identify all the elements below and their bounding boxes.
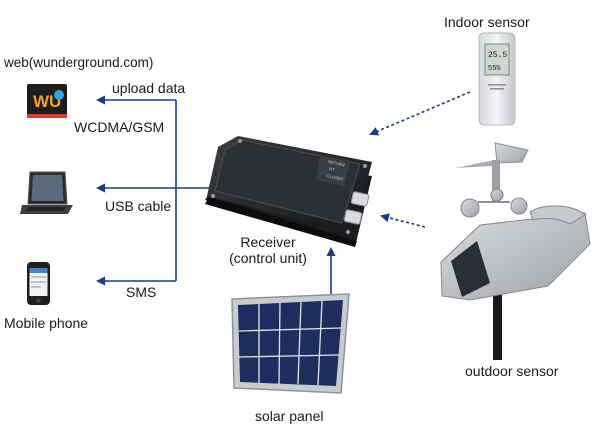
receiver-label: Receiver (control unit) xyxy=(218,234,318,266)
wcdma-gsm-label: WCDMA/GSM xyxy=(74,119,165,135)
arrow-indoor xyxy=(369,91,471,136)
indoor-sensor-label: Indoor sensor xyxy=(444,14,530,30)
sensor-display-hum: 55% xyxy=(488,65,501,73)
sms-label: SMS xyxy=(126,284,157,300)
wu-logo-text: WU xyxy=(33,92,61,111)
indoor-sensor-device: 25.5 55% xyxy=(478,32,516,126)
connection-lines xyxy=(96,91,471,294)
svg-text:NT: NT xyxy=(329,166,336,172)
wunderground-logo: WU xyxy=(27,84,67,118)
solar-panel-label: solar panel xyxy=(255,408,324,424)
usb-cable-label: USB cable xyxy=(105,198,172,214)
receiver-label-line1: Receiver xyxy=(240,234,296,250)
upload-data-label: upload data xyxy=(112,80,186,96)
outdoor-sensor-device xyxy=(440,142,591,360)
mobile-phone-icon xyxy=(27,262,50,305)
laptop-icon xyxy=(20,171,73,214)
web-label: web(wunderground.com) xyxy=(4,55,154,70)
sensor-display-temp: 25.5 xyxy=(488,51,507,60)
svg-text:CLOSED: CLOSED xyxy=(327,173,344,181)
outdoor-sensor-label: outdoor sensor xyxy=(465,363,559,379)
mobile-phone-label: Mobile phone xyxy=(4,315,89,331)
receiver-device: RETURN NT CLOSED xyxy=(205,136,372,247)
solar-panel-device xyxy=(231,293,350,394)
receiver-panel-text: RETURN xyxy=(328,159,345,167)
receiver-label-line2: (control unit) xyxy=(229,250,307,266)
arrow-outdoor xyxy=(380,213,426,228)
